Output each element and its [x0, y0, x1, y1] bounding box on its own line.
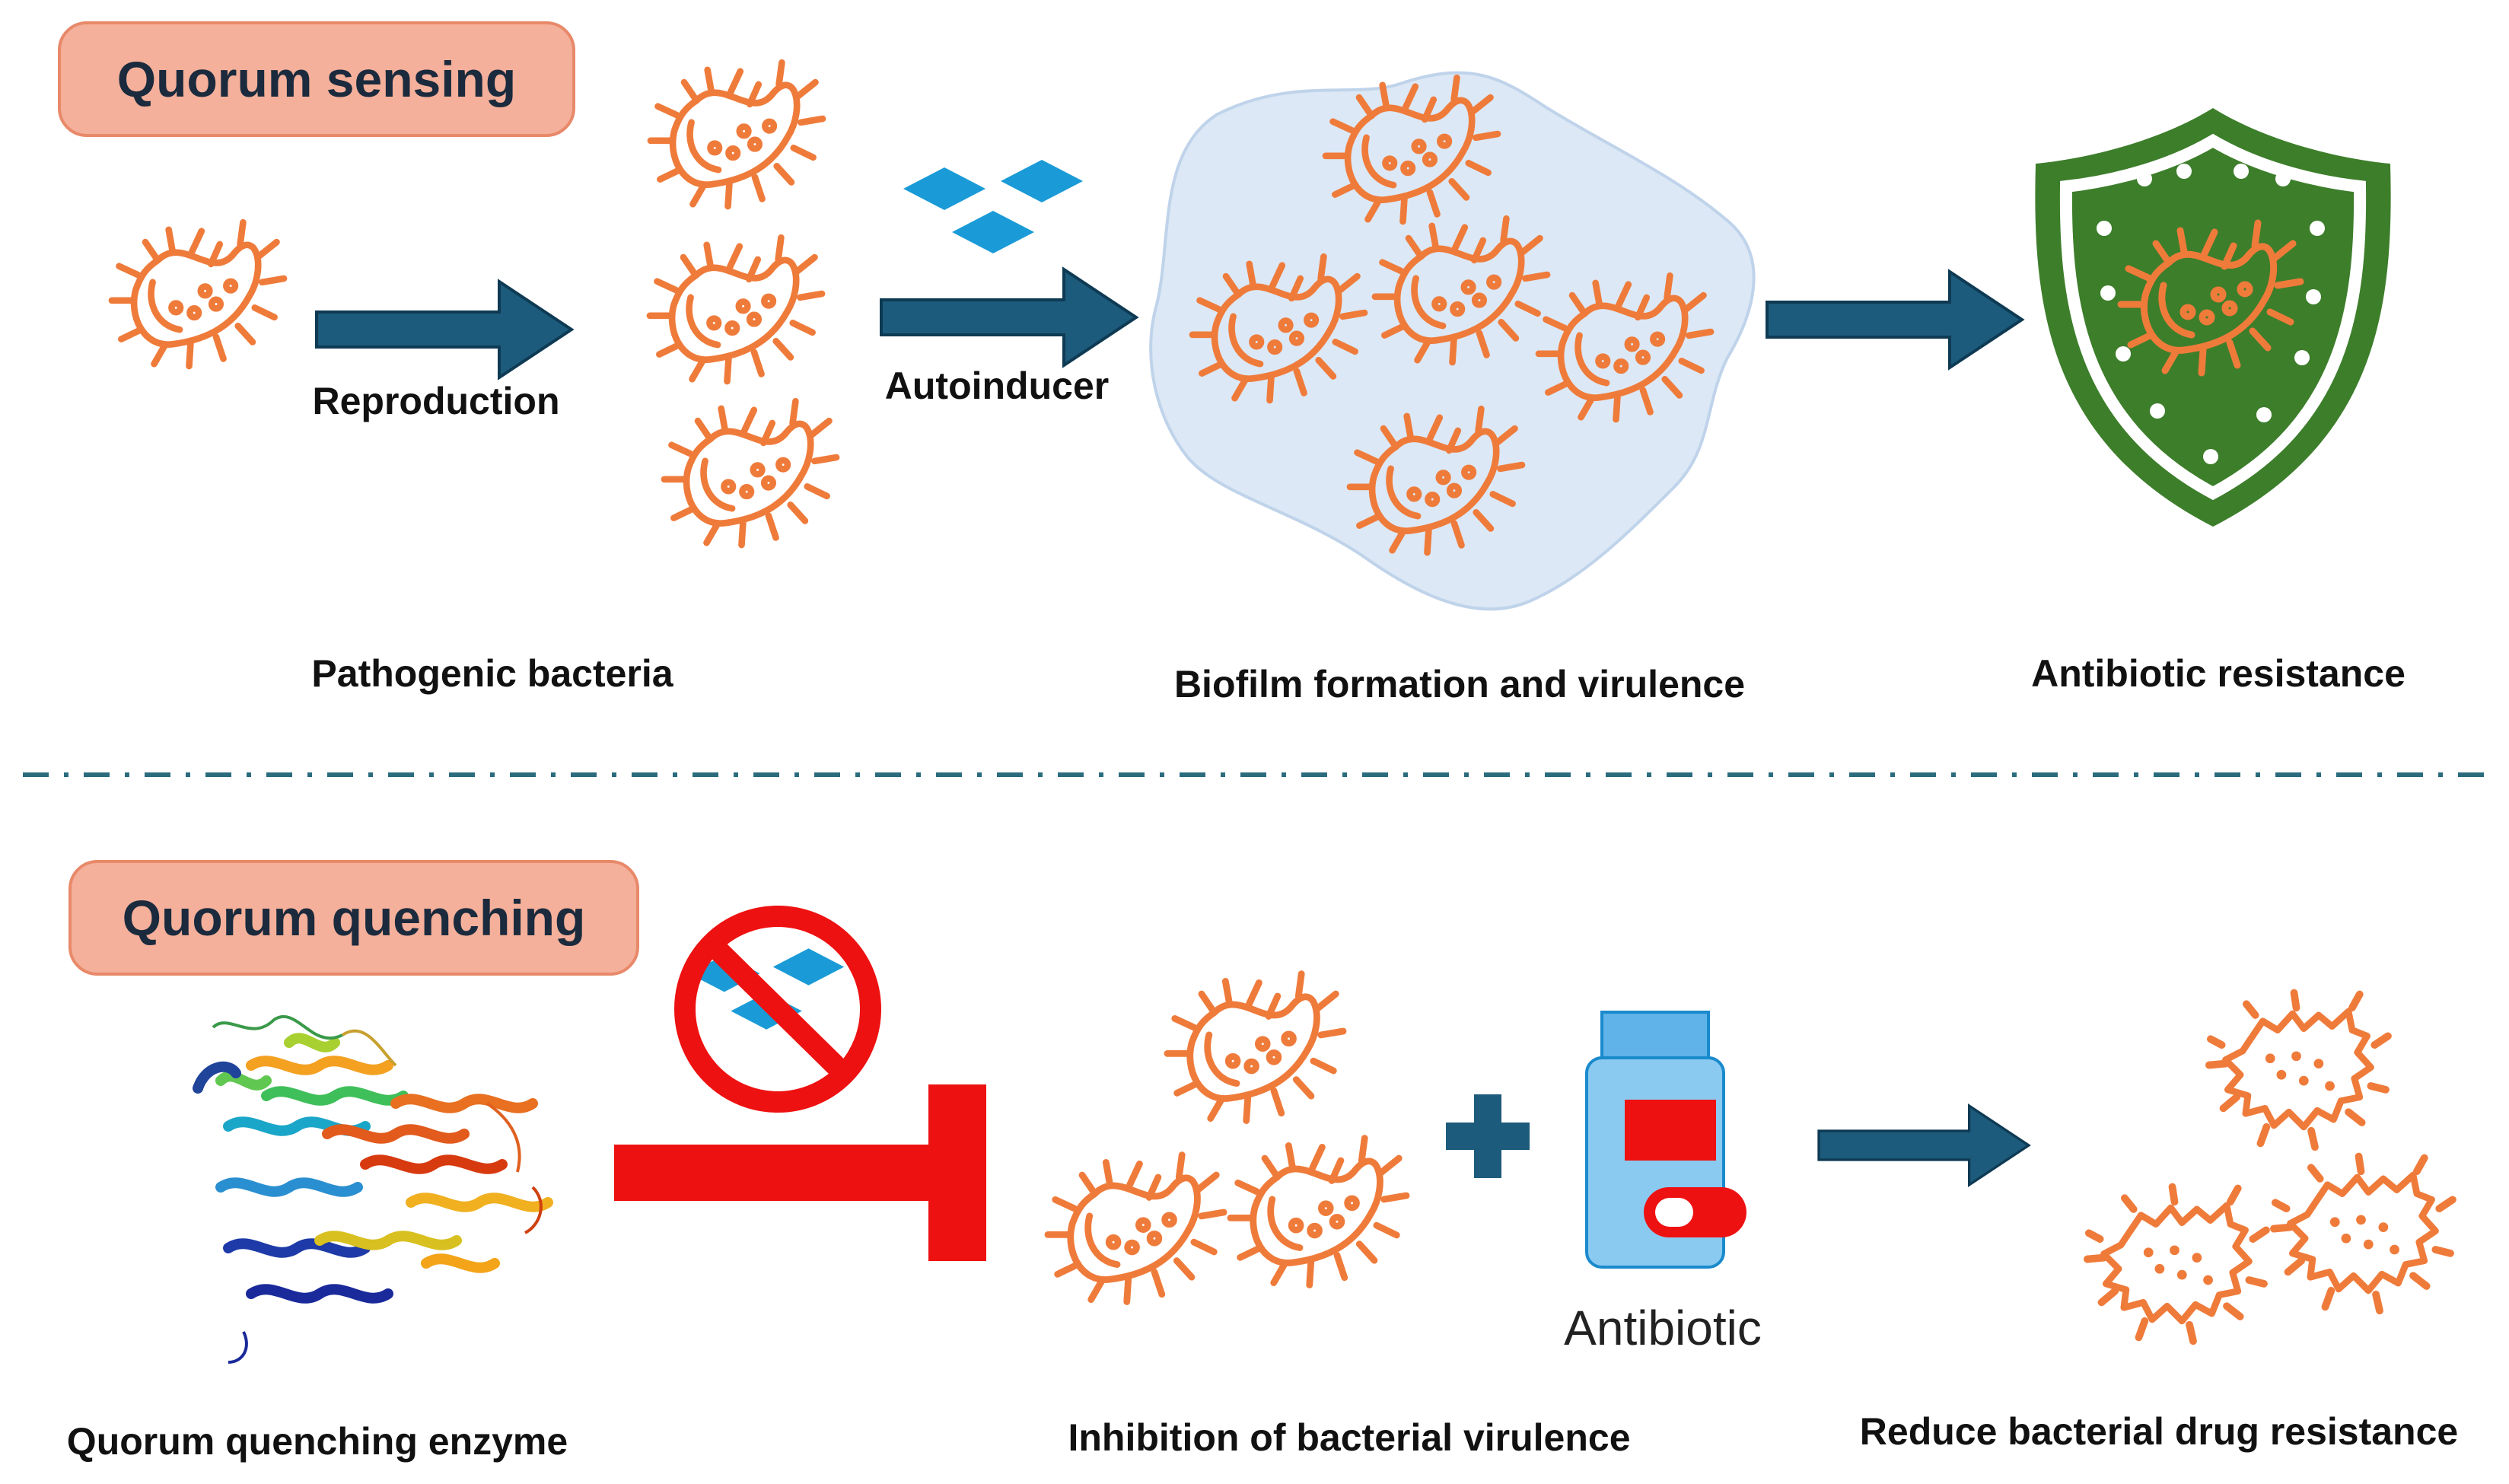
- pathogenic-bacterium: [112, 222, 284, 366]
- autoinducer-arrow: [881, 269, 1136, 365]
- inhibitor-t-bar: [614, 1084, 986, 1261]
- reproduced-bacterium-1: [651, 62, 823, 206]
- protein-structure-icon: [193, 1014, 553, 1364]
- result-arrow: [1817, 1104, 2030, 1186]
- quorum-quenching-title: Quorum quenching: [122, 890, 586, 946]
- pill-icon: [1644, 1187, 1746, 1237]
- autoinducer-label: Autoinducer: [884, 365, 1110, 407]
- quorum-quenching-pill: Quorum quenching: [68, 860, 639, 976]
- reproduction-arrow: [317, 282, 572, 377]
- reduce-resistance-caption: Reduce bacterial drug resistance: [1859, 1410, 2459, 1453]
- quorum-sensing-title: Quorum sensing: [116, 51, 517, 107]
- dead-bacterium-1: [2209, 993, 2388, 1148]
- inhibited-bacterium-1: [1167, 974, 1343, 1121]
- inhibited-bacterium-3: [1231, 1138, 1406, 1285]
- antibiotic-caption: Antibiotic: [1564, 1301, 1762, 1355]
- autoinducer-icon: [903, 160, 1083, 253]
- reproduced-bacterium-2: [650, 237, 822, 381]
- reproduced-bacterium-3: [664, 401, 836, 545]
- antibiotic-resistance-caption: Antibiotic resistance: [2031, 652, 2406, 695]
- biofilm-caption: Biofilm formation and virulence: [1173, 663, 1746, 705]
- reproduction-label: Reproduction: [312, 380, 560, 422]
- dead-bacterium-3: [2274, 1157, 2453, 1311]
- inhibition-caption: Inhibition of bacterial virulence: [1068, 1416, 1631, 1459]
- plus-icon: [1446, 1094, 1530, 1178]
- inhibited-bacterium-2: [1048, 1155, 1224, 1302]
- quorum-quenching-enzyme-caption: Quorum quenching enzyme: [66, 1420, 568, 1463]
- quorum-sensing-pill: Quorum sensing: [58, 21, 575, 137]
- no-entry-icon: [674, 906, 881, 1113]
- dead-bacterium-2: [2087, 1187, 2266, 1342]
- shield-icon: [2035, 108, 2391, 527]
- pathogenic-bacteria-caption: Pathogenic bacteria: [311, 652, 673, 695]
- resistance-arrow: [1767, 272, 2022, 368]
